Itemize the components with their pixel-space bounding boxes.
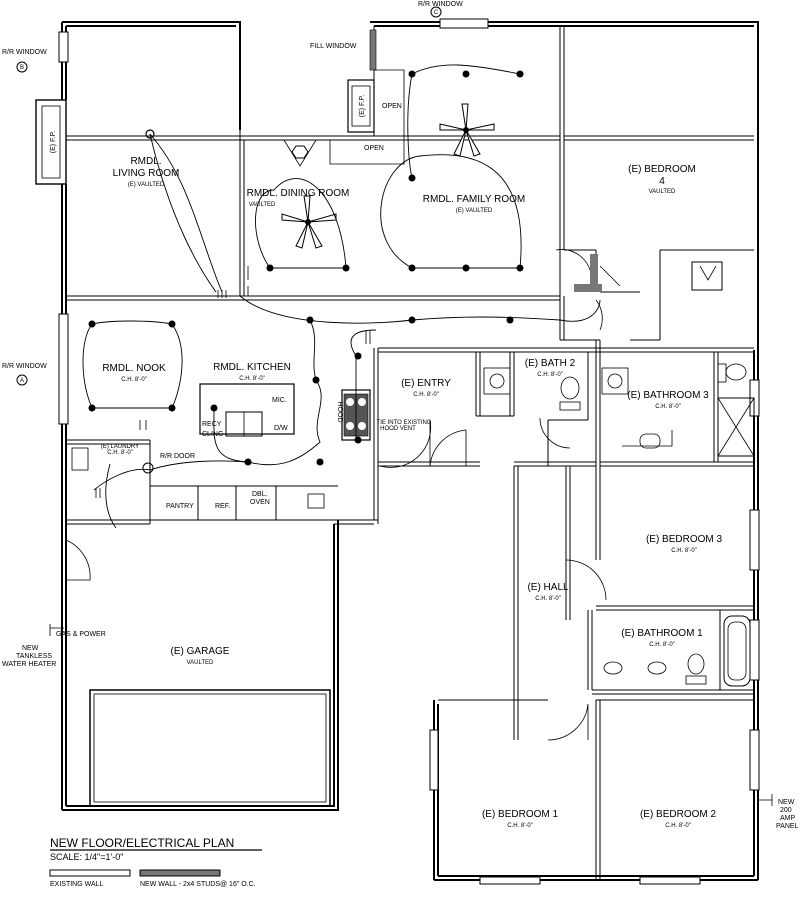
living-room-label-2: LIVING ROOM	[113, 168, 180, 179]
living-room-sub: (E) VAULTED	[128, 182, 165, 188]
garage-label: (E) GARAGE	[171, 646, 230, 657]
new-wall-hatch	[574, 254, 602, 292]
garage-door	[89, 689, 331, 807]
garage-sub: VAULTED	[187, 660, 214, 666]
bathtub	[723, 615, 751, 687]
bedroom4-label-1: (E) BEDROOM	[628, 164, 696, 175]
rr-door-label: R/R DOOR	[160, 453, 195, 460]
hall-label: (E) HALL	[527, 582, 569, 593]
hall-sub: C.H. 8'-0"	[535, 596, 561, 602]
tankless-label: TANKLESS	[16, 653, 52, 660]
laundry-sub: C.H. 8'-0"	[107, 450, 133, 456]
legend-existing-swatch	[49, 869, 131, 877]
bathroom1-label: (E) BATHROOM 1	[621, 628, 703, 639]
bathroom3-sub: C.H. 8'-0"	[655, 404, 681, 410]
rr-window-a-label: R/R WINDOW	[2, 363, 47, 370]
bedroom1-label: (E) BEDROOM 1	[482, 809, 559, 820]
doors	[65, 249, 717, 741]
legend-existing-label: EXISTING WALL	[50, 881, 104, 888]
living-room-label-1: RMDL.	[130, 156, 161, 167]
pantry-label: PANTRY	[166, 503, 194, 510]
electrical-circuits	[82, 64, 601, 529]
kitchen-sub: C.H. 8'-0"	[239, 376, 265, 382]
dining-room-sub: VAULTED	[249, 202, 276, 208]
legend-new-swatch	[139, 869, 221, 877]
entry-sub: C.H. 8'-0"	[413, 392, 439, 398]
legend-new-label: NEW WALL - 2x4 STUDS@ 16" O.C.	[140, 881, 256, 888]
hood-vent-label: HOOD VENT	[380, 426, 416, 432]
shower	[717, 397, 755, 457]
bath2-label: (E) BATH 2	[525, 358, 576, 369]
gas-power-label: GAS & POWER	[56, 631, 106, 638]
marker-c: C	[434, 10, 439, 16]
bathroom3-label: (E) BATHROOM 3	[627, 390, 709, 401]
laundry-label: (E) LAUNDRY	[101, 444, 139, 450]
bathroom1-sub: C.H. 8'-0"	[649, 642, 675, 648]
family-room-sub: (E) VAULTED	[456, 208, 493, 214]
panel-new-label: NEW	[778, 799, 795, 806]
interior-walls	[66, 22, 754, 880]
plumbing-fixtures	[71, 363, 747, 685]
tie-into-label: TIE INTO EXISTING	[377, 420, 432, 426]
windows	[35, 18, 760, 885]
exterior-walls	[61, 21, 759, 881]
ceiling-fan-family	[439, 103, 495, 157]
plan-title: NEW FLOOR/ELECTRICAL PLAN	[50, 836, 234, 850]
bedroom2-sub: C.H. 8'-0"	[665, 823, 691, 829]
dw-label: D/W	[274, 425, 288, 432]
dining-room-label: RMDL. DINING ROOM	[247, 188, 350, 199]
nook-sub: C.H. 8'-0"	[121, 377, 147, 383]
hood-label: HOOD	[336, 402, 343, 423]
panel-200-label: 200	[780, 807, 792, 814]
nook-label: RMDL. NOOK	[102, 363, 166, 374]
bedroom3-label: (E) BEDROOM 3	[646, 534, 723, 545]
ceiling-fan-dining	[281, 195, 337, 249]
bedroom3-sub: C.H. 8'-0"	[671, 548, 697, 554]
recy-label: RECY	[202, 421, 222, 428]
dbl-label: DBL.	[252, 491, 268, 498]
rr-window-b-label: R/R WINDOW	[2, 49, 47, 56]
bedroom4-sub: VAULTED	[649, 189, 676, 195]
light-fixtures	[88, 70, 524, 474]
marker-b: B	[20, 65, 24, 71]
panel-amp-label: AMP	[780, 815, 796, 822]
open-label-1: OPEN	[382, 103, 402, 110]
switches	[95, 266, 371, 498]
family-room-label: RMDL. FAMILY ROOM	[423, 194, 525, 205]
family-fp-label: (E) F.P.	[359, 95, 366, 117]
new-label: NEW	[22, 645, 39, 652]
open-label-2: OPEN	[364, 145, 384, 152]
panel-label: PANEL	[776, 823, 799, 830]
bedroom4-label-2: 4	[659, 176, 665, 187]
entry-label: (E) ENTRY	[401, 378, 451, 389]
water-heater-label: WATER HEATER	[2, 661, 56, 668]
oven-label: OVEN	[250, 499, 270, 506]
plan-scale: SCALE: 1/4"=1'-0"	[50, 852, 123, 862]
marker-a: A	[20, 378, 24, 384]
bedroom1-sub: C.H. 8'-0"	[507, 823, 533, 829]
fill-window-label: FILL WINDOW	[310, 43, 357, 50]
rr-window-c-label: R/R WINDOW	[418, 1, 463, 8]
ref-label: REF.	[215, 503, 230, 510]
living-fp-label: (E) F.P.	[50, 131, 57, 153]
kitchen-label: RMDL. KITCHEN	[213, 362, 291, 373]
bedroom2-label: (E) BEDROOM 2	[640, 809, 717, 820]
bath2-sub: C.H. 8'-0"	[537, 372, 563, 378]
mic-label: MIC.	[272, 397, 287, 404]
cling-label: CLING	[202, 431, 223, 438]
